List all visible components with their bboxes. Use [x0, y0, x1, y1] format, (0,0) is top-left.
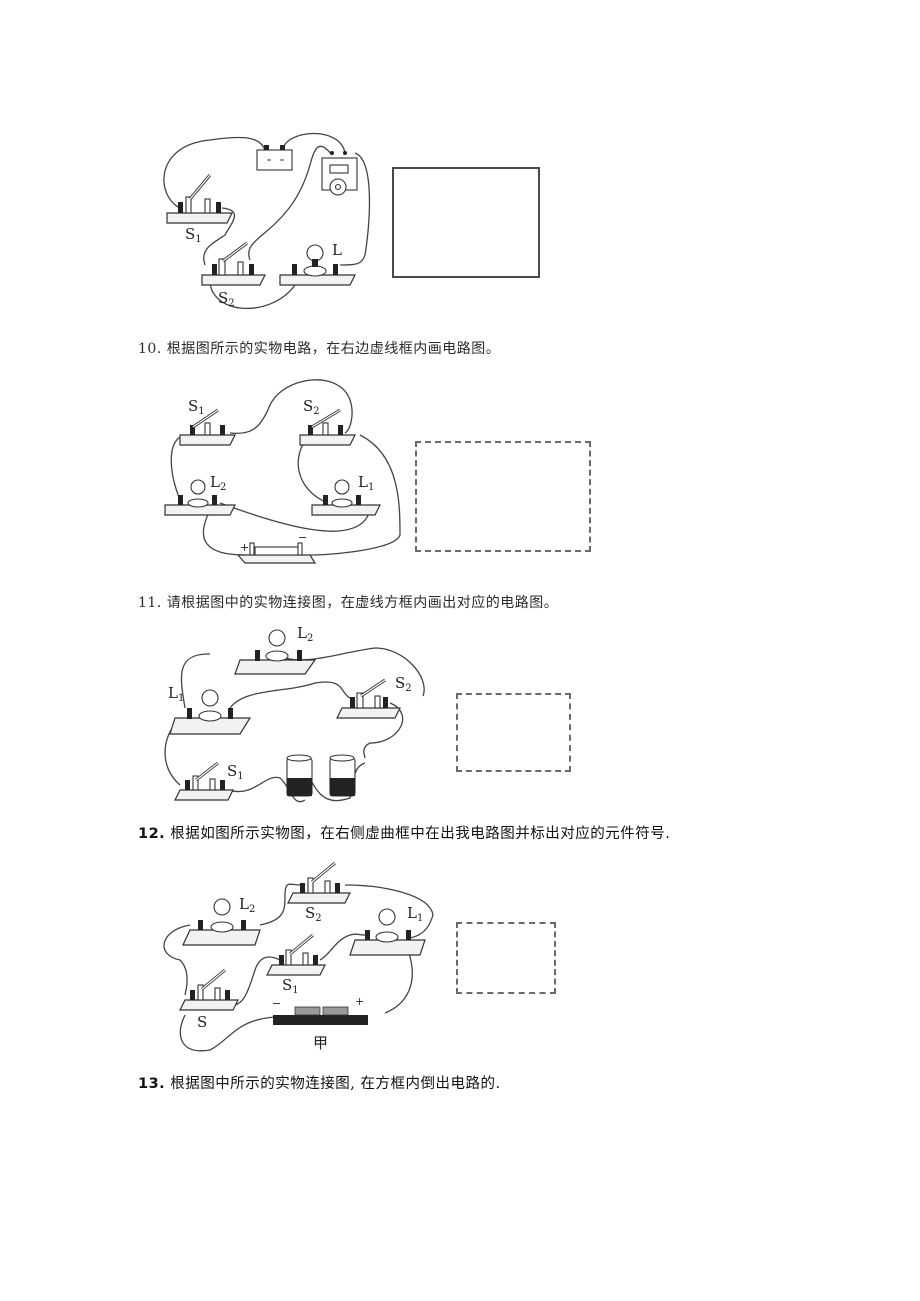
svg-text:+: + — [355, 995, 364, 1008]
svg-text:+: + — [240, 541, 249, 554]
label-s2: S2 — [305, 904, 322, 924]
figure-caption: 甲 — [313, 1034, 328, 1052]
question-13: 13. 根据图中所示的实物连接图, 在方框内倒出电路的. — [138, 1072, 501, 1093]
answer-box-1[interactable] — [392, 167, 540, 278]
label-l2: L2 — [210, 473, 226, 493]
svg-text:−: − — [272, 997, 281, 1010]
label-s1: S1 — [282, 976, 299, 996]
label-s2: S2 — [395, 674, 412, 694]
label-l2: L2 — [297, 624, 313, 644]
svg-text:−: − — [298, 531, 307, 544]
question-number: 11. — [138, 595, 162, 611]
answer-box-12[interactable] — [456, 922, 556, 994]
question-number: 10. — [138, 341, 162, 357]
question-text: 根据图中所示的实物连接图, 在方框内倒出电路的. — [170, 1076, 501, 1092]
circuit-figure-3: L2 L1 S2 S1 — [155, 618, 435, 808]
question-text: 根据如图所示实物图，在右侧虚曲框中在出我电路图并标出对应的元件符号. — [170, 826, 671, 842]
label-l2: L2 — [239, 895, 255, 915]
label-s: S — [197, 1013, 207, 1031]
label-s1: S1 — [188, 397, 205, 417]
question-text: 请根据图中的实物连接图，在虚线方框内画出对应的电路图。 — [166, 595, 559, 611]
label-s2: S2 — [303, 397, 320, 417]
question-12: 12. 根据如图所示实物图，在右侧虚曲框中在出我电路图并标出对应的元件符号. — [138, 822, 670, 843]
label-l1: L1 — [358, 473, 374, 493]
label-s2: S2 — [218, 289, 235, 309]
question-number: 13. — [138, 1076, 166, 1092]
label-lamp: L — [332, 241, 342, 259]
circuit-figure-4: S2 L2 L1 S1 — [155, 855, 445, 1065]
question-10: 10. 根据图所示的实物电路，在右边虚线框内画电路图。 — [138, 338, 500, 358]
label-s1: S1 — [185, 225, 202, 245]
label-l1: L1 — [168, 684, 184, 704]
question-text: 根据图所示的实物电路，在右边虚线框内画电路图。 — [166, 341, 501, 357]
answer-box-10[interactable] — [415, 441, 591, 552]
label-s1: S1 — [227, 762, 244, 782]
circuit-figure-2: S1 S2 L2 L1 + − — [160, 375, 410, 570]
answer-box-11[interactable] — [456, 693, 571, 772]
circuit-figure-1: S1 S2 L — [150, 125, 380, 320]
question-number: 12. — [138, 826, 166, 842]
label-l1: L1 — [407, 904, 423, 924]
question-11: 11. 请根据图中的实物连接图，在虚线方框内画出对应的电路图。 — [138, 592, 558, 612]
